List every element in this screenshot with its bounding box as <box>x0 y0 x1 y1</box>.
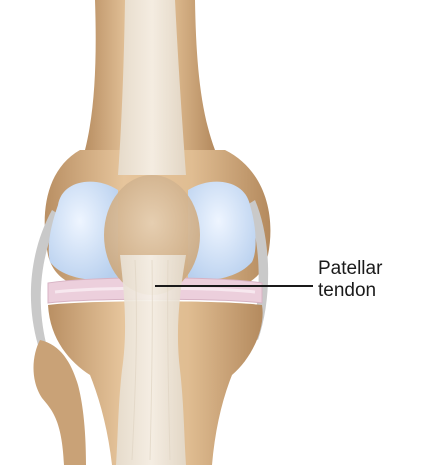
patellar-tendon-label: Patellar tendon <box>318 258 422 302</box>
quadriceps-tendon <box>118 0 186 175</box>
